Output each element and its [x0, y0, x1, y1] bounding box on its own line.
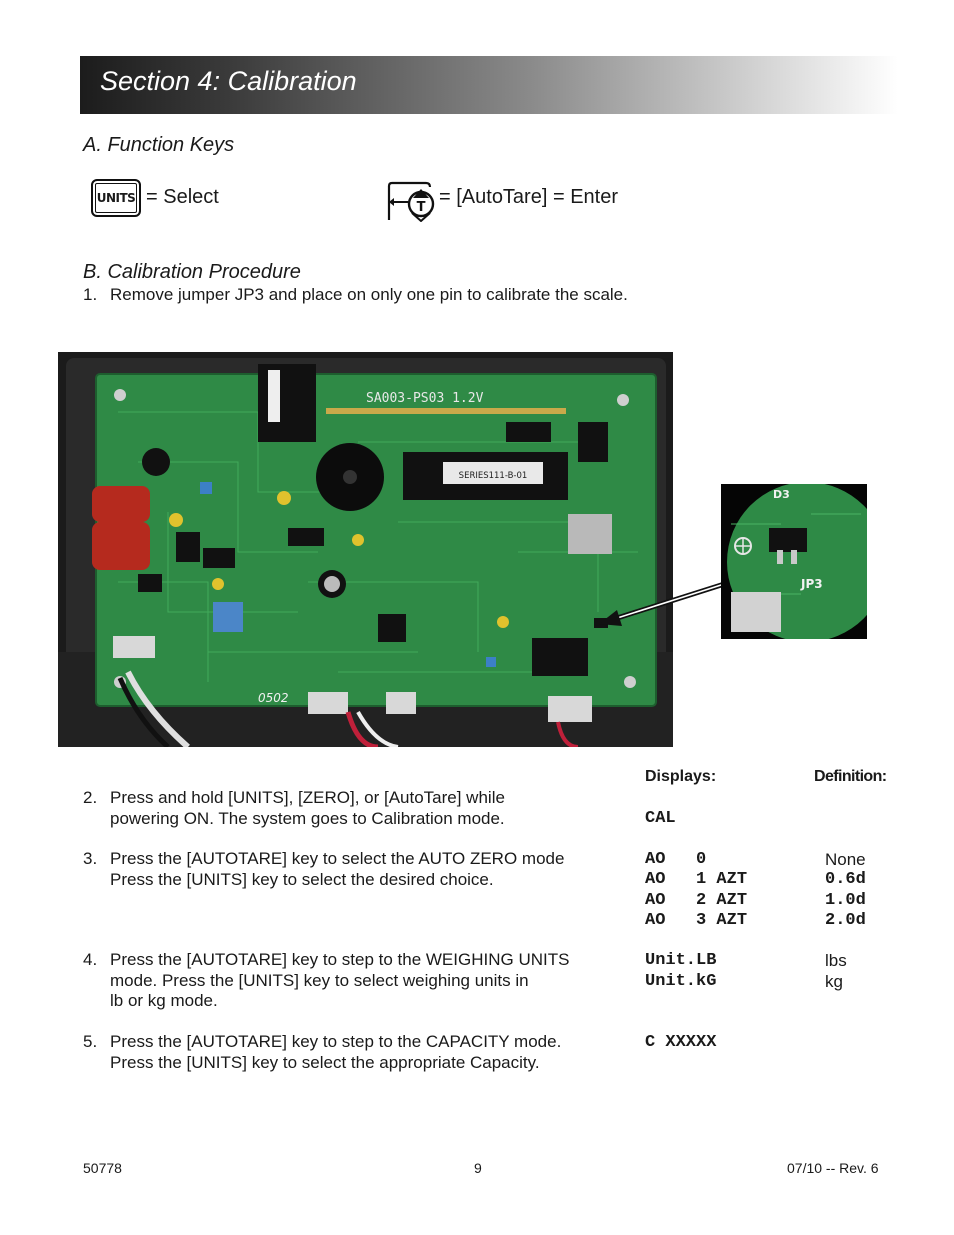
autotare-key-icon: T — [387, 181, 435, 222]
definition-header: Definition: — [814, 768, 887, 785]
function-keys-heading: A. Function Keys — [83, 134, 235, 156]
units-key-icon: UNITS — [91, 179, 141, 217]
step-2-line-1: Press and hold [UNITS], [ZERO], or [Auto… — [110, 788, 505, 807]
step-5-line-2: Press the [UNITS] key to select the appr… — [110, 1052, 540, 1072]
jp3-zoom-illustration: D3 JP3 — [721, 484, 867, 639]
step-2-line-2: powering ON. The system goes to Calibrat… — [110, 808, 505, 828]
zoom-jp3-label: JP3 — [800, 577, 823, 591]
circuit-board-photo: SA003-PS03 1.2V SERIES111-B-01 — [58, 352, 673, 747]
display-capacity: C XXXXX — [645, 1033, 717, 1052]
footer-revision: 07/10 -- Rev. 6 — [787, 1160, 879, 1176]
step-4: 4. Press the [AUTOTARE] key to step to t… — [83, 950, 643, 1012]
step-5: 5. Press the [AUTOTARE] key to step to t… — [83, 1032, 643, 1074]
step-3-line-1: Press the [AUTOTARE] key to select the A… — [110, 849, 565, 868]
display-ao-2: AO 2 AZT — [645, 891, 748, 910]
display-unit-kg: Unit.kG — [645, 972, 717, 991]
step-4-line-3: lb or kg mode. — [110, 991, 218, 1010]
section-title: Section 4: Calibration — [100, 66, 357, 96]
definition-lbs: lbs — [825, 951, 847, 970]
display-ao-0: AO 0 — [645, 850, 707, 869]
svg-text:T: T — [417, 200, 426, 215]
step-3-number: 3. — [83, 849, 98, 868]
definition-2-0d: 2.0d — [825, 911, 866, 930]
step-2: 2. Press and hold [UNITS], [ZERO], or [A… — [83, 788, 643, 830]
definition-none: None — [825, 850, 866, 869]
definition-kg: kg — [825, 972, 843, 991]
board-id-label: 0502 — [258, 691, 289, 705]
display-ao-3: AO 3 AZT — [645, 911, 748, 930]
display-cal: CAL — [645, 809, 676, 828]
step-3-line-2: Press the [UNITS] key to select the desi… — [110, 869, 494, 889]
step-1-number: 1. — [83, 285, 98, 304]
zoom-d3-label: D3 — [773, 488, 790, 501]
definition-0-6d: 0.6d — [825, 870, 866, 889]
autotare-key-description: = [AutoTare] = Enter — [439, 186, 618, 208]
step-2-number: 2. — [83, 788, 98, 807]
step-5-number: 5. — [83, 1032, 98, 1051]
step-5-line-1: Press the [AUTOTARE] key to step to the … — [110, 1032, 562, 1051]
step-3: 3. Press the [AUTOTARE] key to select th… — [83, 849, 643, 891]
step-1-text: Remove jumper JP3 and place on only one … — [110, 285, 628, 304]
footer-doc-number: 50778 — [83, 1160, 122, 1176]
definition-1-0d: 1.0d — [825, 891, 866, 910]
calibration-procedure-heading: B. Calibration Procedure — [83, 261, 301, 283]
display-unit-lb: Unit.LB — [645, 951, 717, 970]
displays-header: Displays: — [645, 768, 717, 785]
circuit-board-illustration: SA003-PS03 1.2V SERIES111-B-01 — [58, 352, 673, 747]
step-4-line-2: mode. Press the [UNITS] key to select we… — [110, 970, 529, 990]
board-silkscreen-label: SA003-PS03 1.2V — [366, 391, 484, 406]
units-key-description: = Select — [146, 186, 219, 208]
jp3-zoom-photo: D3 JP3 — [721, 484, 867, 639]
main-chip-label: SERIES111-B-01 — [459, 471, 528, 481]
display-ao-1: AO 1 AZT — [645, 870, 748, 889]
step-4-line-1: Press the [AUTOTARE] key to step to the … — [110, 950, 570, 969]
footer-page-number: 9 — [474, 1160, 482, 1176]
units-key-label: UNITS — [96, 191, 136, 205]
step-4-number: 4. — [83, 950, 98, 969]
section-banner: Section 4: Calibration — [80, 56, 898, 114]
